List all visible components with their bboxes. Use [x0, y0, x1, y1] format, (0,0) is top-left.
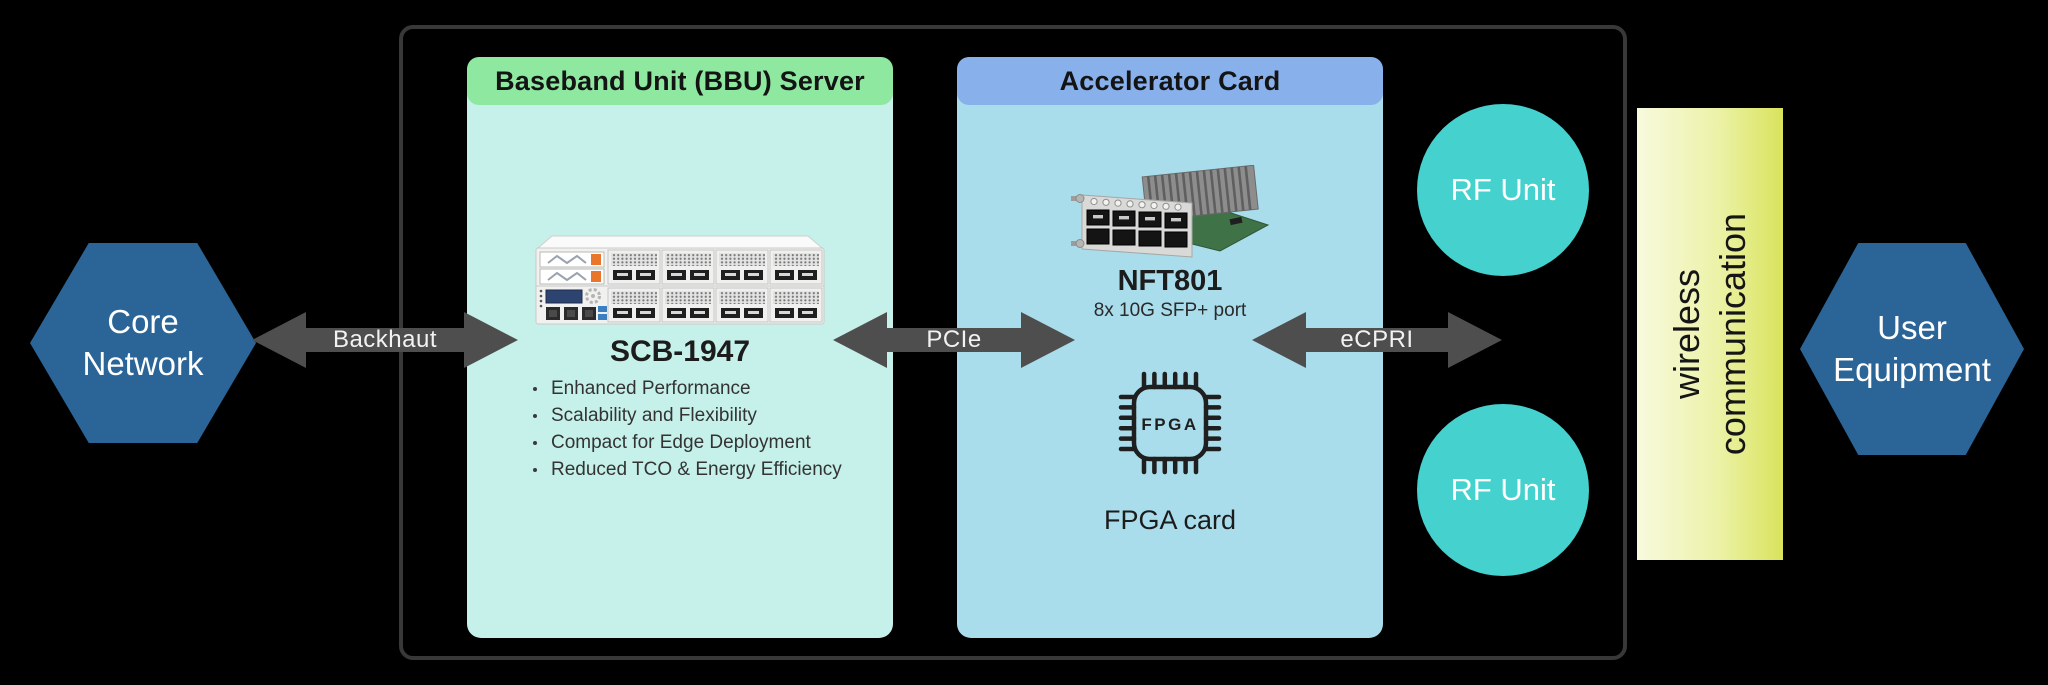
nic-module-image [1071, 165, 1270, 258]
fpga-caption-label: FPGA card [1103, 505, 1237, 535]
core-network-node: Core Network [30, 243, 256, 443]
bbu-feature-item: Compact for Edge Deployment [525, 429, 893, 456]
bbu-model-label: SCB-1947 [609, 335, 751, 368]
bbu-feature-list: Enhanced Performance Scalability and Fle… [467, 375, 893, 483]
user-equipment-node: User Equipment [1800, 243, 2024, 455]
bbu-server-panel: Baseband Unit (BBU) Server [467, 57, 893, 638]
bbu-panel-header: Baseband Unit (BBU) Server [467, 57, 893, 105]
fpga-chip-text: FPGA [1141, 415, 1198, 434]
pcie-arrow: PCIe [833, 300, 1075, 380]
rf-unit-node-top: RF Unit [1417, 104, 1589, 276]
wireless-label-line2: communication [1712, 212, 1753, 456]
backhaul-arrow-label: Backhaut [332, 326, 438, 353]
backhaul-arrow: Backhaut [252, 300, 518, 380]
bbu-feature-item: Scalability and Flexibility [525, 402, 893, 429]
rf-unit-node-bottom: RF Unit [1417, 404, 1589, 576]
fpga-chip-icon: FPGA [1118, 371, 1222, 475]
double-arrow-icon [833, 312, 1075, 368]
wireless-label-line1: wireless [1666, 268, 1707, 400]
nic-ports-label: 8x 10G SFP+ port [1093, 300, 1247, 321]
accelerator-panel-header: Accelerator Card [957, 57, 1383, 105]
double-arrow-icon [1252, 312, 1502, 368]
double-arrow-icon [252, 312, 518, 368]
bbu-feature-item: Reduced TCO & Energy Efficiency [525, 456, 893, 483]
core-network-label: Core Network [82, 303, 204, 382]
user-equipment-label: User Equipment [1833, 309, 1991, 388]
ecpri-arrow-label: eCPRI [1340, 326, 1414, 353]
wireless-communication-bar: wireless communication [1637, 108, 1783, 560]
pcie-arrow-label: PCIe [926, 326, 982, 353]
nic-model-label: NFT801 [1117, 265, 1223, 297]
rf-unit-label: RF Unit [1450, 472, 1556, 507]
wireless-communication-label: wireless communication [1637, 108, 1783, 560]
rf-unit-label: RF Unit [1450, 172, 1556, 207]
ecpri-arrow: eCPRI [1252, 300, 1502, 380]
bbu-server-image [535, 235, 825, 325]
bbu-feature-item: Enhanced Performance [525, 375, 893, 402]
